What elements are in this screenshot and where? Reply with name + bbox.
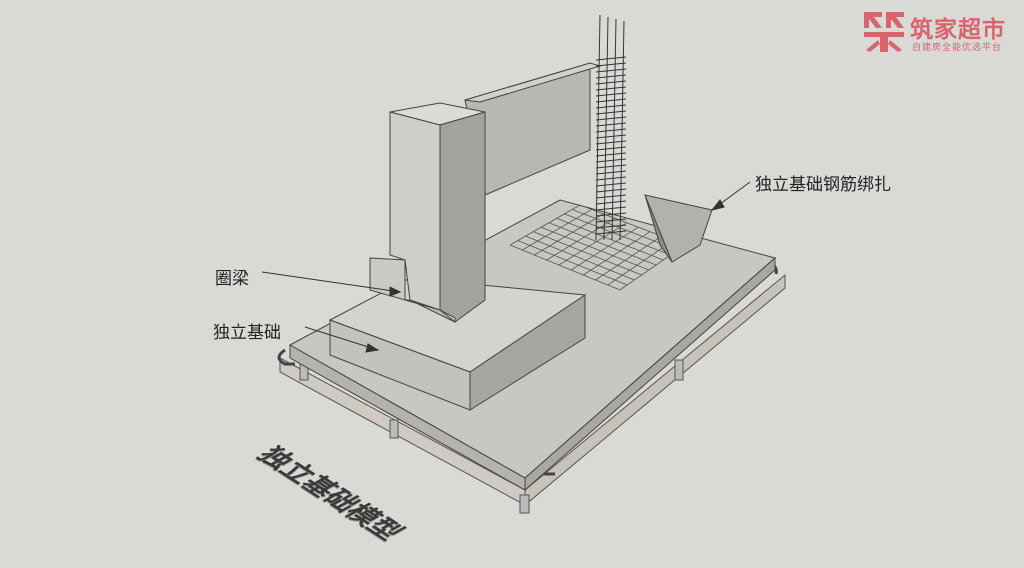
- rebar-stirrup: [595, 200, 627, 205]
- mesh-bar: [525, 235, 635, 281]
- rebar-stirrup: [595, 62, 627, 67]
- rebar-mesh: [509, 204, 686, 291]
- rebar-stirrup: [595, 158, 627, 163]
- rebar-stirrup: [595, 98, 627, 103]
- rebar-stirrup: [595, 146, 627, 151]
- rebar-vertical: [595, 14, 601, 241]
- leader-lines: [261, 181, 751, 353]
- mesh-bar: [540, 226, 650, 271]
- rebar-stirrup: [595, 122, 627, 127]
- rebar-stirrup: [595, 164, 627, 169]
- mesh-bar: [570, 226, 639, 271]
- mesh-bar: [556, 217, 664, 261]
- mesh-bar: [583, 231, 651, 276]
- rebar-stirrup: [595, 68, 627, 73]
- label-rebar-binding: 独立基础钢筋绑扎: [755, 175, 891, 195]
- mesh-bar: [509, 244, 621, 291]
- rebar-stirrup: [595, 224, 627, 229]
- rebar-stirrup: [595, 170, 627, 175]
- cutaway-wedge: [644, 194, 713, 263]
- rebar-vertical: [611, 18, 617, 241]
- mesh-bar: [548, 222, 657, 266]
- rebar-stirrup: [595, 206, 627, 211]
- rebar-cage: [595, 14, 627, 241]
- rebar-stirrup: [595, 182, 627, 187]
- rebar-stirrup: [595, 128, 627, 133]
- logo-mark-icon: [864, 12, 904, 52]
- logo-tagline: 自建房全能优选平台: [912, 43, 1003, 53]
- rebar-stirrup: [595, 56, 627, 61]
- mesh-bar: [595, 235, 662, 281]
- label-footing: 独立基础: [213, 323, 281, 343]
- rebar-stirrup: [595, 74, 627, 79]
- rebar-stirrup: [595, 212, 627, 217]
- rebar-stirrup: [595, 218, 627, 223]
- rebar-stirrup: [595, 86, 627, 91]
- pallet-frame: [277, 260, 786, 514]
- mesh-bar: [564, 213, 671, 256]
- mesh-bar: [534, 213, 604, 256]
- rebar-stirrup: [595, 134, 627, 139]
- label-ring-beam: 圈梁: [215, 269, 249, 289]
- logo-name: 筑家超市: [910, 17, 1006, 43]
- rebar-stirrup: [595, 80, 627, 85]
- rebar-vertical: [603, 16, 609, 241]
- rebar-stirrup: [595, 152, 627, 157]
- rebar-stirrup: [595, 194, 627, 199]
- mesh-bar: [558, 222, 627, 266]
- rebar-stirrup: [595, 140, 627, 145]
- mesh-bar: [517, 240, 628, 286]
- rebar-stirrup: [595, 230, 627, 235]
- rebar-stirrup: [595, 176, 627, 181]
- column-and-ring-beam: [369, 62, 602, 323]
- mesh-bar: [522, 209, 592, 251]
- rebar-stirrup: [595, 92, 627, 97]
- rebar-stirrup: [595, 188, 627, 193]
- brand-logo: 筑家超市 自建房全能优选平台: [862, 6, 1022, 56]
- rebar-stirrup: [595, 110, 627, 115]
- rebar-stirrup: [595, 104, 627, 109]
- mesh-bar: [546, 217, 616, 261]
- mesh-bar: [533, 231, 642, 276]
- rebar-stirrup: [595, 116, 627, 121]
- mesh-bar: [509, 204, 581, 246]
